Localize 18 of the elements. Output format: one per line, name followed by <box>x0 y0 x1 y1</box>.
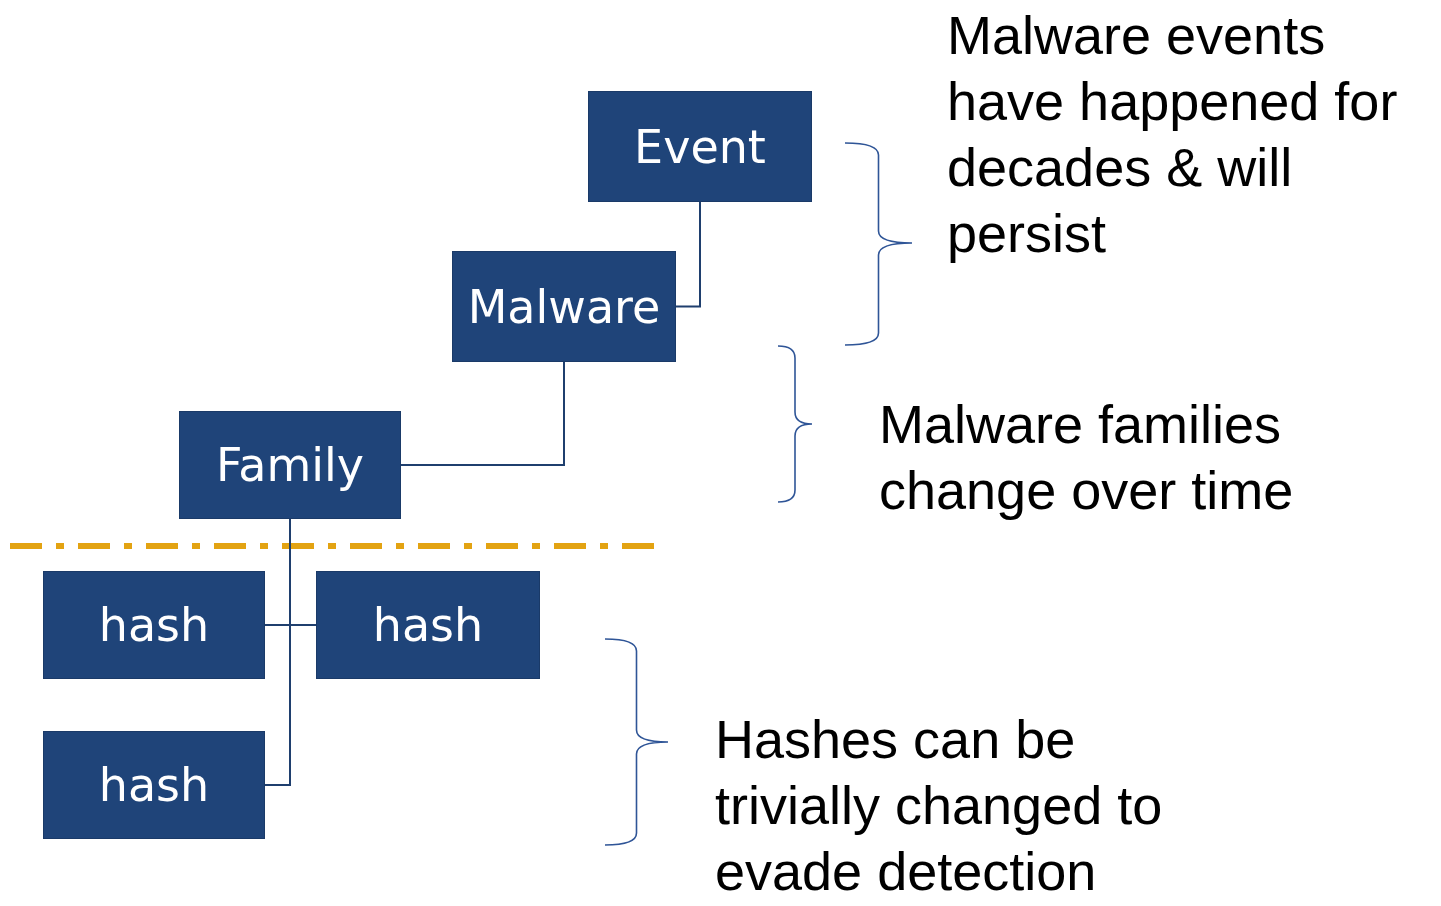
box-label: Malware <box>467 279 661 334</box>
connector-line <box>264 518 291 786</box>
box-label: Family <box>216 438 364 492</box>
process-box <box>43 731 265 839</box>
box-label: Event <box>634 119 766 174</box>
box-label: hash <box>98 598 210 652</box>
connector-line <box>400 361 565 466</box>
annotation-text: Malware events have happened for decades & will persist <box>947 4 1399 265</box>
process-box <box>179 411 401 519</box>
process-box <box>588 91 812 202</box>
connector-line <box>675 201 701 308</box>
box-label: hash <box>372 598 484 652</box>
process-box <box>316 571 540 679</box>
annotation-text: Hashes can be trivially changed to evade detection <box>715 708 1164 903</box>
process-box <box>452 251 676 362</box>
annotation-text: Malware families change over time <box>879 393 1295 522</box>
box-label: hash <box>98 758 210 812</box>
process-box <box>43 571 265 679</box>
